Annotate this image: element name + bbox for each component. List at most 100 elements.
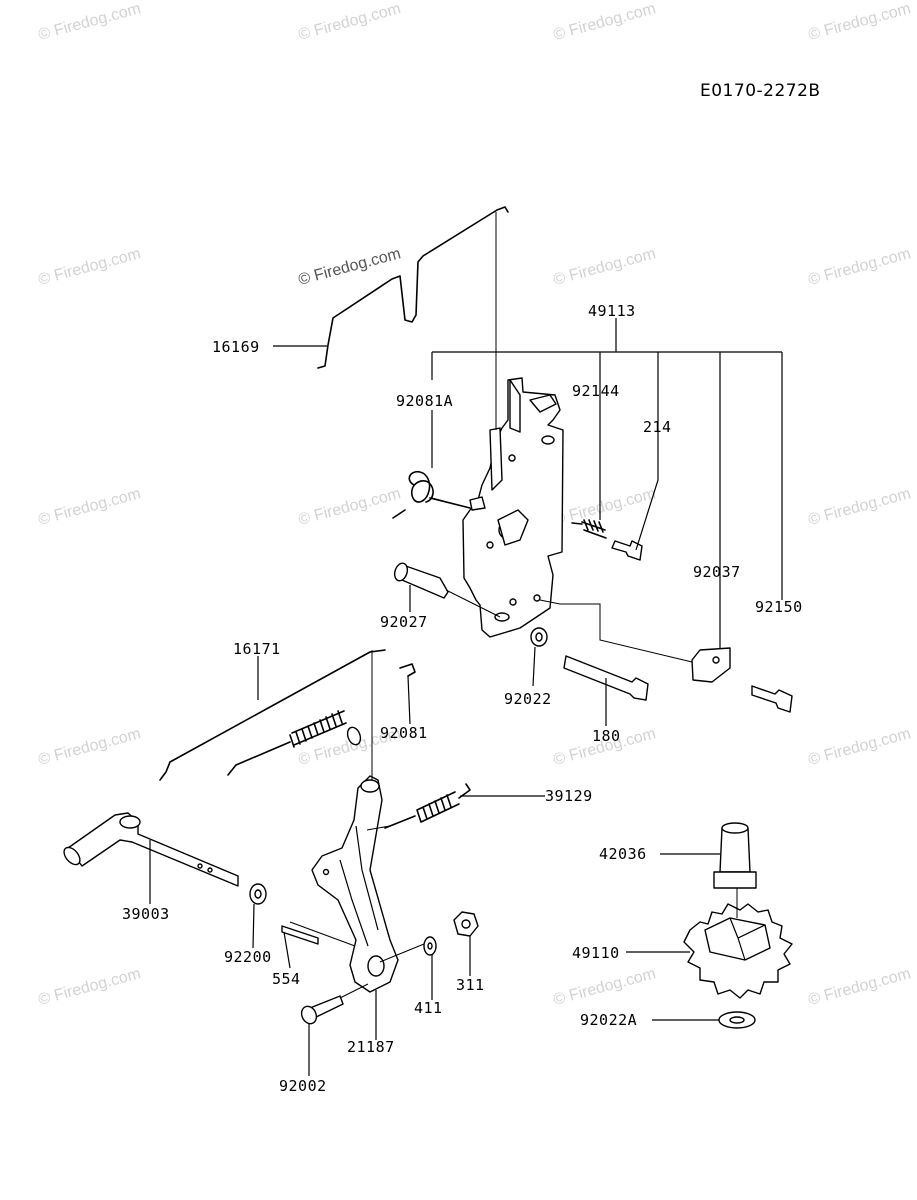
lever-21187-hole-shape [367, 955, 385, 977]
part-label-49113: 49113 [588, 302, 636, 320]
plate-top-slot-shape [529, 394, 557, 413]
lever-39003-shape [67, 812, 239, 887]
gear-49110-hub-line [729, 917, 766, 961]
part-label-92002: 92002 [279, 1077, 327, 1095]
part-label-92150: 92150 [755, 598, 803, 616]
pin-554-shape [281, 925, 319, 945]
watermark: © Firedog.com [807, 0, 913, 44]
lever-21187-boss-shape [360, 779, 380, 793]
watermark: © Firedog.com [37, 485, 143, 529]
plate-hole-shape [533, 594, 541, 602]
leader-line [407, 675, 411, 725]
plate-lever-shape [489, 427, 503, 491]
plate-tab-shape [509, 379, 521, 433]
leader-line [283, 931, 291, 969]
part-label-49110: 49110 [572, 944, 620, 962]
part-label-21187: 21187 [347, 1038, 395, 1056]
drawing-code: E0170-2272B [700, 81, 821, 101]
assembly-line [539, 599, 693, 663]
watermark: © Firedog.com [552, 0, 658, 44]
part-label-39003: 39003 [122, 905, 170, 923]
spring-92081-shape [227, 663, 416, 776]
watermark: © Firedog.com [552, 485, 658, 529]
watermark: © Firedog.com [807, 485, 913, 529]
watermark: © Firedog.com [552, 965, 658, 1009]
cap-42036-shape [719, 827, 751, 873]
control-plate-shape [462, 377, 564, 638]
part-label-311: 311 [456, 976, 485, 994]
part-label-16171: 16171 [233, 640, 281, 658]
assembly-line [431, 497, 471, 509]
washer-92200-hole-shape [254, 889, 262, 899]
plate-hole-shape [509, 598, 517, 606]
spring-39129-shape [384, 783, 471, 829]
watermark: © Firedog.com [807, 725, 913, 769]
collar-end-shape [393, 562, 409, 582]
watermark: © Firedog.com [37, 725, 143, 769]
watermark: © Firedog.com [37, 245, 143, 289]
assembly-lines [289, 212, 738, 999]
rod-16171-shape [159, 649, 386, 781]
part-label-180: 180 [592, 727, 621, 745]
lever-hole-shape [197, 863, 203, 869]
leader-line [532, 646, 536, 687]
part-label-39129: 39129 [545, 787, 593, 805]
part-label-42036: 42036 [599, 845, 647, 863]
watermark: © Firedog.com [297, 0, 403, 44]
part-label-92037: 92037 [693, 563, 741, 581]
clip-92037-shape [691, 647, 731, 683]
lever-21187-rib [339, 825, 379, 947]
governor-rod-shape [317, 206, 509, 369]
part-label-92081: 92081 [380, 724, 428, 742]
leader-line [431, 318, 783, 648]
cap-42036-top-shape [721, 822, 749, 834]
nut-311-hole-shape [461, 919, 471, 929]
leader-line [252, 903, 255, 949]
part-label-92022A: 92022A [580, 1011, 637, 1029]
spring-92081A-hook-shape [469, 496, 486, 511]
part-label-92144: 92144 [572, 382, 620, 400]
watermark: © Firedog.com [297, 485, 403, 529]
part-label-16169: 16169 [212, 338, 260, 356]
part-label-411: 411 [414, 999, 443, 1017]
bolt-92150-shape [751, 685, 793, 713]
plate-hole-shape [541, 435, 555, 445]
watermark: © Firedog.com [807, 245, 913, 289]
screw-214-shape [611, 540, 643, 561]
part-label-214: 214 [643, 418, 672, 436]
plate-arm-shape [497, 509, 529, 546]
part-label-92027: 92027 [380, 613, 428, 631]
part-label-92081A: 92081A [396, 392, 453, 410]
assembly-line [366, 825, 391, 831]
washer-92022A-hole-shape [729, 1016, 745, 1024]
cap-42036-collar-shape [713, 871, 757, 889]
spring-92081A-shape [392, 470, 471, 519]
lever-hole-shape [322, 868, 330, 876]
washer-411-hole-shape [427, 942, 433, 950]
leader-lines [149, 318, 783, 1076]
clip-hole-shape [712, 656, 720, 664]
lever-hole-shape [207, 867, 213, 873]
screw-92002-head-shape [300, 1005, 318, 1025]
plate-hole-shape [486, 541, 494, 549]
watermark: © Firedog.com [37, 965, 143, 1009]
assembly-line [339, 983, 369, 999]
washer-92022-hole-shape [535, 632, 543, 642]
part-label-554: 554 [272, 970, 301, 988]
watermark: © Firedog.com [807, 965, 913, 1009]
plate-hole-shape [508, 454, 516, 462]
watermark: © Firedog.com [37, 0, 143, 44]
assembly-line [445, 589, 501, 618]
spring-92081-coil-shape [289, 710, 347, 748]
part-label-92022: 92022 [504, 690, 552, 708]
assembly-line [379, 943, 425, 963]
part-labels: 16169 49113 92081A 92144 214 92037 92150… [122, 302, 803, 1095]
watermark: © Firedog.com [552, 245, 658, 289]
spring-92144-shape [571, 519, 607, 539]
lever-39003-end-shape [63, 846, 81, 866]
plate-slot-shape [494, 612, 510, 622]
part-label-92200: 92200 [224, 948, 272, 966]
lever-39003-knuckle-shape [119, 815, 141, 829]
assembly-line [289, 921, 356, 947]
